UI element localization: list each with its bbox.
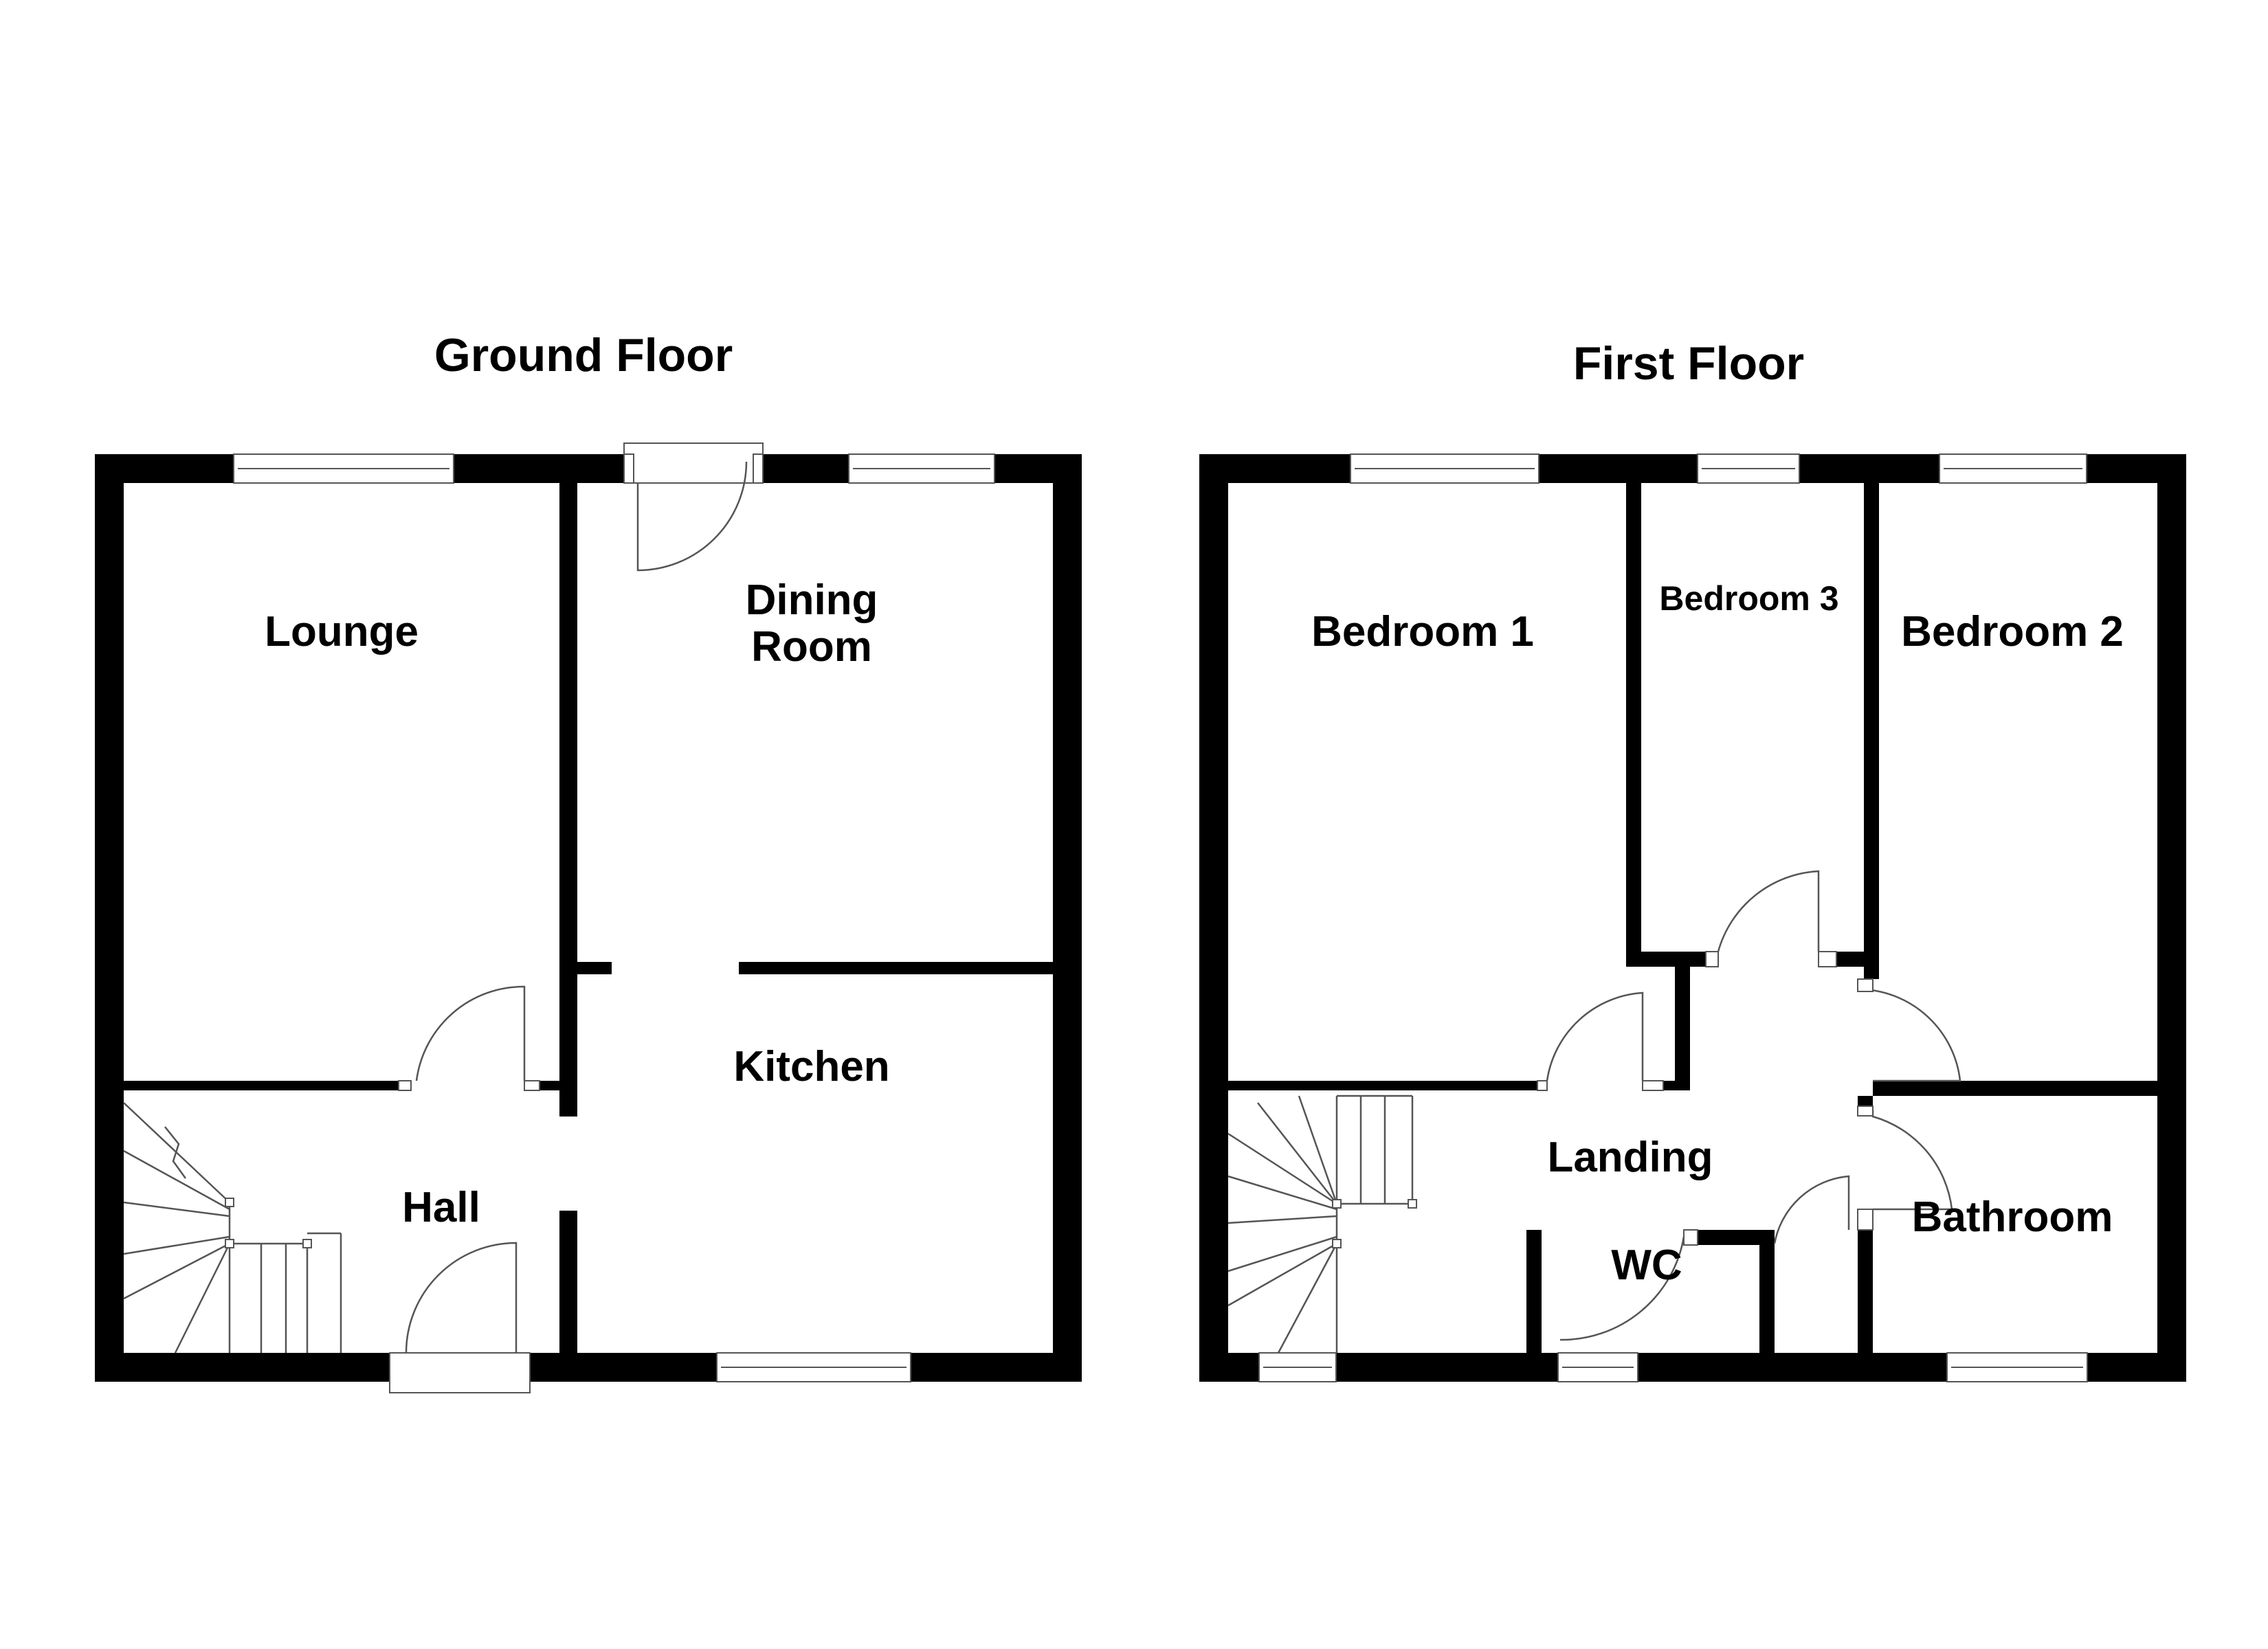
first-bed1-door-leaf [1546, 991, 1644, 1081]
ground-front-door-frame [389, 1352, 531, 1393]
first-outer-wall-right [2157, 454, 2186, 1382]
ground-staircase [123, 1102, 342, 1354]
first-cupboard-door-leaf [1773, 1175, 1850, 1244]
ground-back-door-frame [623, 442, 764, 484]
ground-wall-dining-kitchen-right [739, 962, 1053, 974]
ground-outer-wall-right [1053, 454, 1082, 1382]
ground-back-door-jamb-left [623, 453, 634, 484]
ground-outer-wall-bottom [95, 1353, 1082, 1382]
room-label-bedroom-3: Bedroom 3 [1659, 579, 1838, 618]
ground-wall-lounge-hall [124, 1081, 399, 1090]
first-bed3-door-jamb-right [1818, 951, 1837, 967]
ground-lounge-door-leaf [415, 985, 526, 1081]
first-bed1-door-jamb-left [1537, 1080, 1548, 1091]
first-stair-post-3 [1408, 1199, 1417, 1209]
first-stair-line-1 [1227, 1132, 1337, 1205]
first-wall-wc-top [1698, 1230, 1766, 1245]
ground-stair-post-2 [225, 1239, 234, 1248]
first-wall-bed1-bed3 [1626, 483, 1641, 963]
first-wall-bed1-landing-stub [1675, 963, 1690, 1090]
ground-wall-lounge-hall-stub [540, 1081, 559, 1090]
room-label-bedroom-2: Bedroom 2 [1901, 608, 2124, 655]
first-stair-line-3 [1298, 1095, 1338, 1204]
ground-wall-dining-kitchen-left [577, 962, 612, 974]
room-label-lounge: Lounge [265, 608, 419, 655]
first-bathroom-door-jamb-top [1857, 1106, 1874, 1117]
ground-outer-wall-left [95, 454, 124, 1382]
first-stair-line-2 [1257, 1102, 1337, 1204]
first-staircase [1227, 1095, 1417, 1354]
first-wall-bathroom-left-bottom [1858, 1230, 1873, 1353]
first-stair-line-6 [1227, 1235, 1337, 1272]
first-bed2-door-jamb [1857, 978, 1874, 992]
first-wall-bed3-bed2 [1864, 483, 1879, 979]
ground-stair-post-1 [225, 1198, 234, 1207]
room-label-dining-1: Dining [746, 576, 878, 624]
room-label-kitchen: Kitchen [733, 1043, 889, 1090]
ground-stair-line-4 [123, 1235, 230, 1255]
room-label-dining-2: Room [751, 623, 872, 671]
room-label-landing: Landing [1547, 1134, 1713, 1181]
ground-lounge-door-jamb-right [524, 1080, 540, 1091]
first-stair-line-5 [1227, 1215, 1337, 1224]
room-label-wc: WC [1611, 1242, 1682, 1289]
ground-stair-line-2 [123, 1149, 230, 1211]
ground-floor-plan: Ground Floor [95, 329, 1082, 1393]
first-wall-wc-right [1759, 1230, 1775, 1353]
room-label-bathroom: Bathroom [1912, 1193, 2113, 1241]
first-bathroom-door-leaf [1871, 1110, 1953, 1211]
first-stair-line-7 [1227, 1242, 1337, 1307]
first-wall-bed2-bottom [1873, 1081, 2157, 1096]
first-stair-line-8 [1277, 1243, 1338, 1354]
room-label-bedroom-1: Bedroom 1 [1311, 608, 1534, 655]
ground-stair-line-5 [123, 1242, 230, 1300]
first-stair-post-2 [1332, 1239, 1342, 1248]
ground-front-door-leaf [405, 1242, 518, 1354]
first-wc-door-leaf [1559, 1235, 1698, 1341]
first-wc-door-jamb [1683, 1229, 1698, 1246]
ground-back-door-jamb-right [753, 453, 764, 484]
ground-lounge-door-jamb-left [398, 1080, 412, 1091]
ground-back-door-leaf [636, 461, 748, 572]
first-floor-title: First Floor [1573, 337, 1804, 390]
room-label-hall: Hall [402, 1184, 480, 1231]
ground-stair-line-6 [174, 1243, 231, 1354]
first-floor-plan: First Floor [1199, 337, 2186, 1382]
ground-wall-lounge-dining [559, 483, 577, 1117]
first-bed3-door-jamb-left [1705, 951, 1719, 967]
first-stair-post-1 [1332, 1199, 1342, 1209]
ground-stair-break-line [164, 1126, 187, 1179]
first-bed3-door-leaf [1717, 870, 1820, 952]
ground-floor-title: Ground Floor [434, 329, 733, 381]
first-wall-bed1-bottom-stub [1663, 1081, 1690, 1090]
first-bed2-door-leaf [1863, 979, 1961, 1082]
ground-stair-post-3 [302, 1239, 312, 1248]
first-wall-bed3-bottom-left [1626, 952, 1706, 967]
first-bathroom-door-jamb-bottom [1857, 1209, 1874, 1231]
first-wall-bed3-bottom-right [1836, 952, 1864, 967]
first-wall-bed1-bottom [1228, 1081, 1537, 1090]
ground-wall-hall-kitchen [559, 1211, 577, 1353]
first-outer-wall-left [1199, 454, 1228, 1382]
first-wall-wc-left [1526, 1230, 1542, 1353]
first-bed1-door-jamb-right [1642, 1080, 1664, 1091]
ground-stair-line-3 [123, 1201, 230, 1218]
first-stair-line-4 [1227, 1175, 1337, 1211]
